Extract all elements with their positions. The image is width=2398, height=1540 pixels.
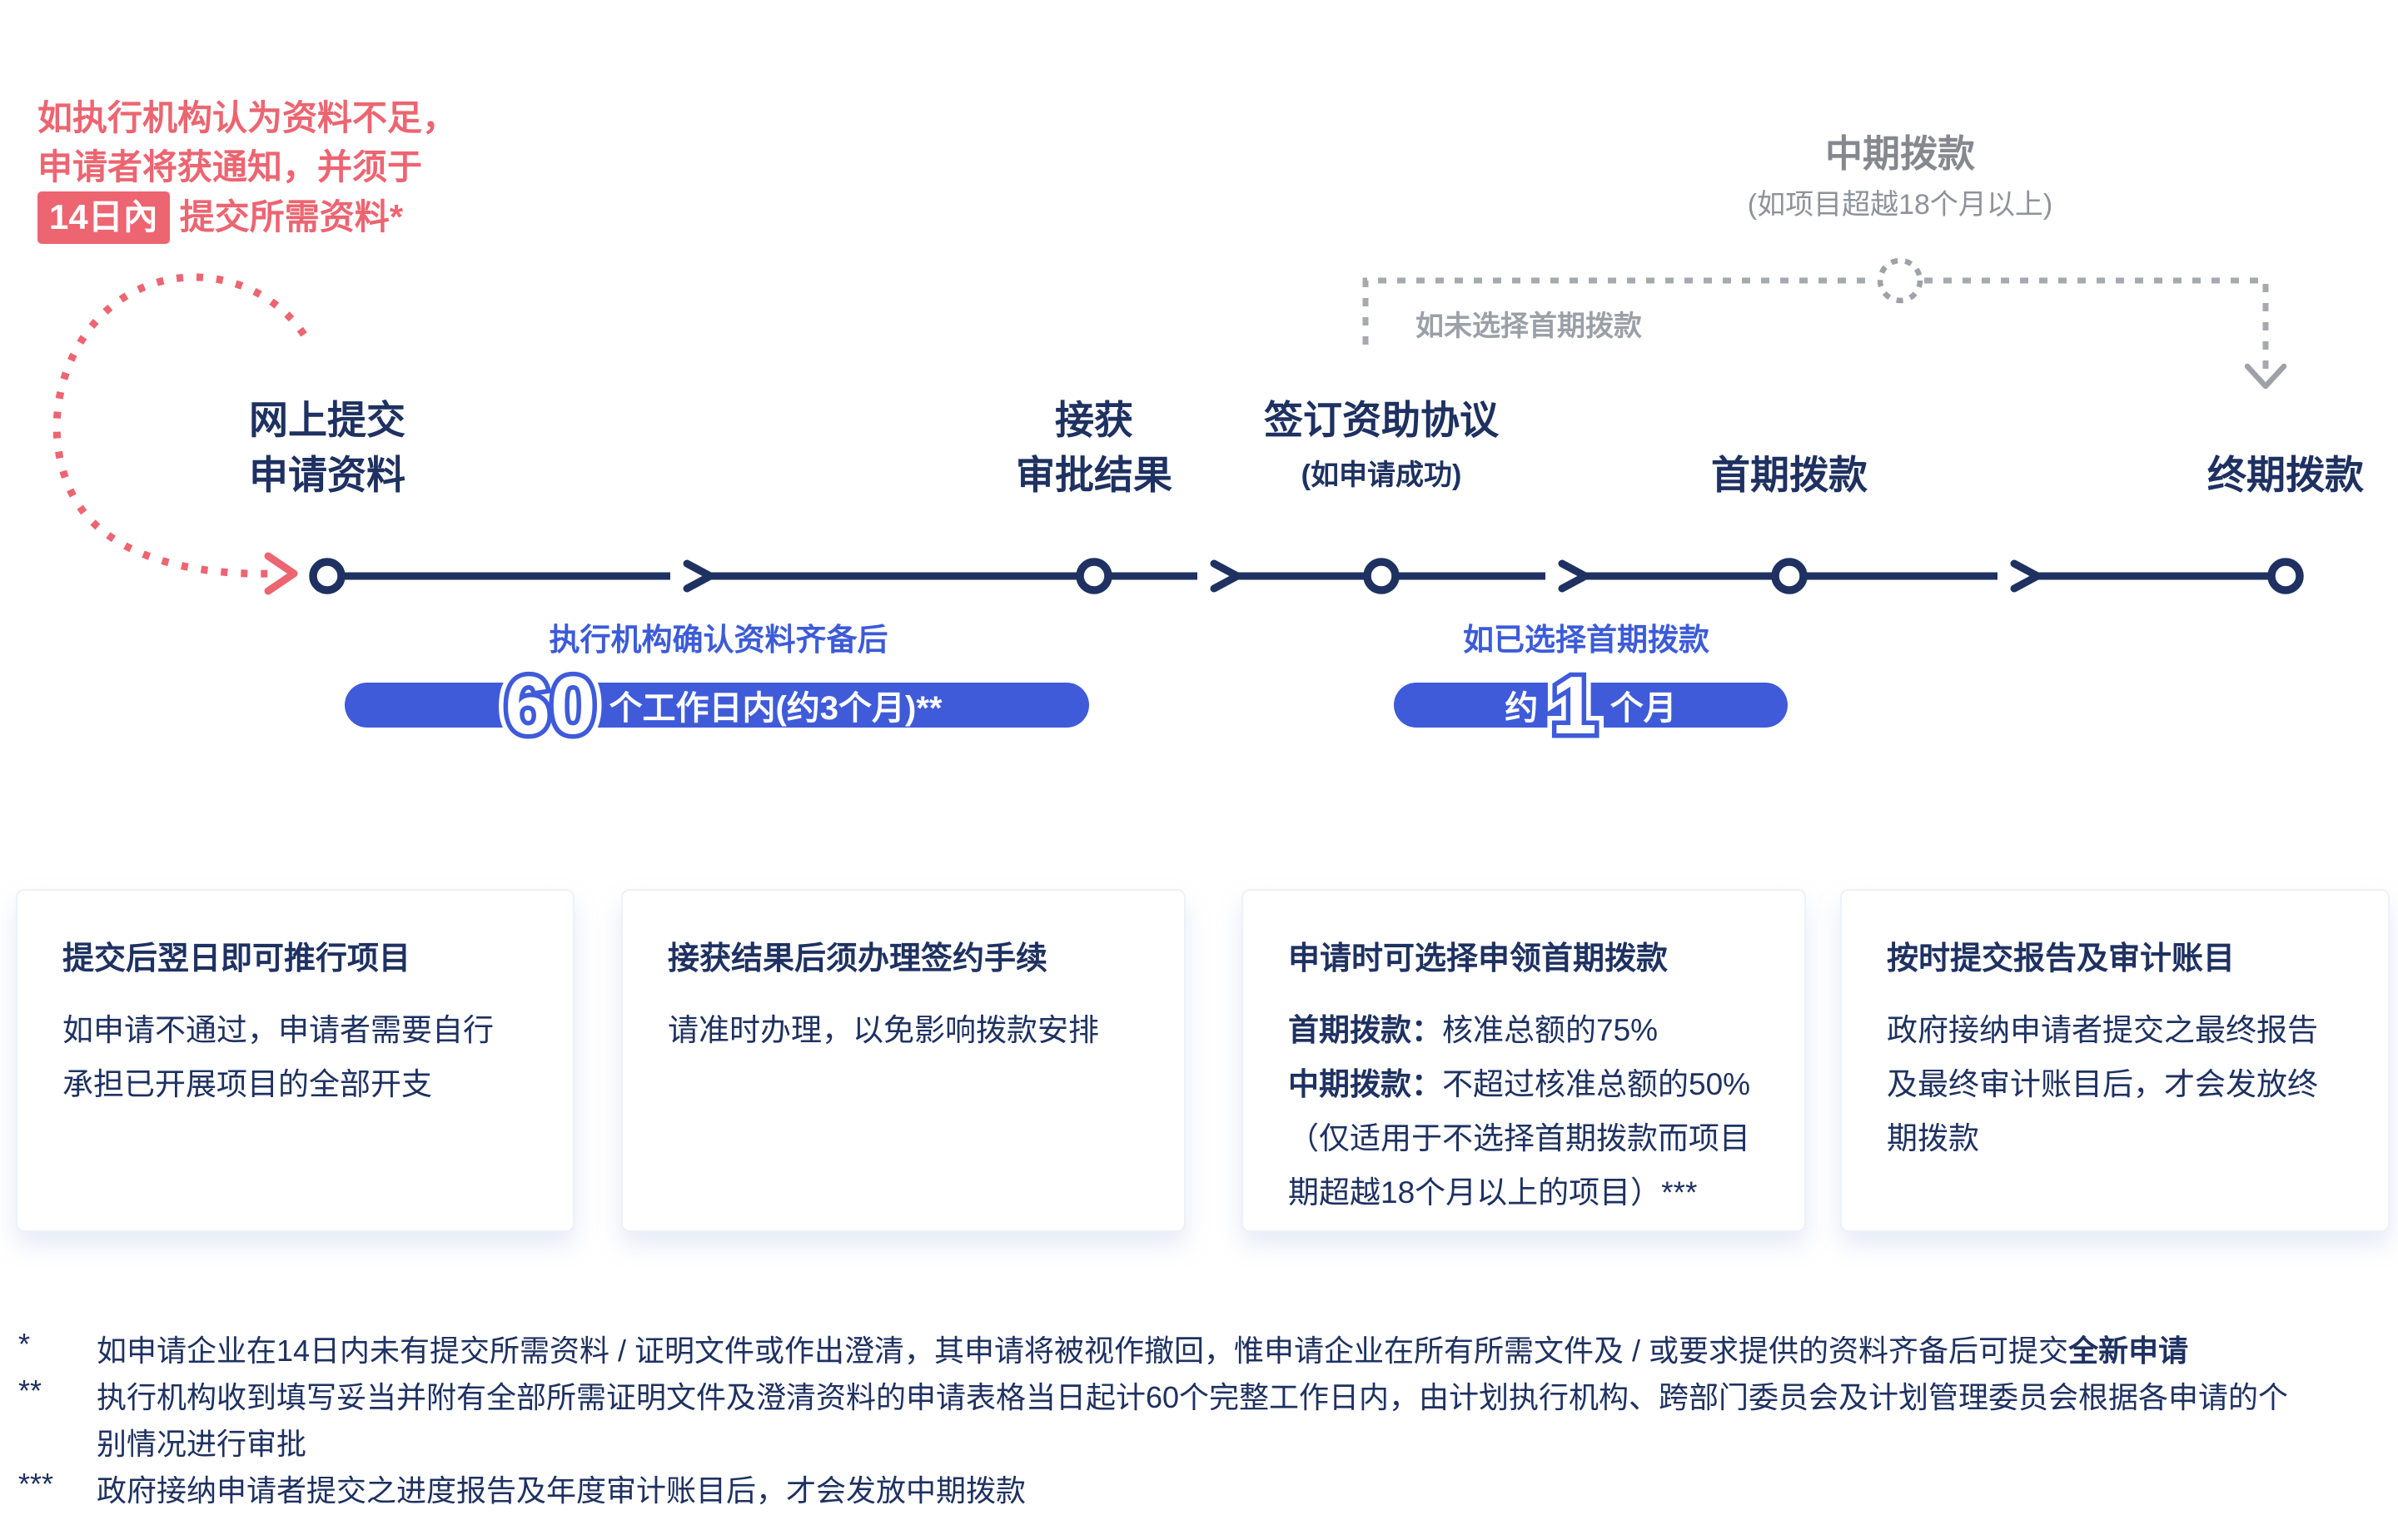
midterm-payment-value: 不超过核准总额的50% [1442, 1067, 1751, 1101]
card-body-line: 首期拨款：核准总额的75% [1288, 1003, 1759, 1057]
step-label-line1: 签订资助协议 [1264, 398, 1499, 442]
step-first-payment: 首期拨款 [1711, 448, 1868, 503]
midterm-payment-subtitle: (如项目超越18个月以上) [1747, 189, 2053, 221]
card-body-line: 期拨款 [1887, 1121, 1979, 1155]
review-duration-pill: 60 60 60 个工作日内(约3个月)** [345, 655, 1089, 755]
footnote-bold-run: 全新申请 [2068, 1334, 2189, 1368]
footnote-marker: *** [18, 1467, 54, 1501]
step-label-line2: 首期拨款 [1711, 453, 1868, 497]
step-online-submission: 网上提交 申请资料 [249, 393, 405, 503]
card-title: 接获结果后须办理签约手续 [668, 941, 1048, 976]
callout-line3: 14日內提交所需资料* [37, 191, 457, 244]
timeline-node [1363, 558, 1400, 594]
duration-big-number: 60 60 60 [495, 655, 604, 755]
timeline-node [1771, 558, 1808, 594]
first-payment-term: 首期拨款： [1288, 1013, 1442, 1047]
step-final-payment: 终期拨款 [2207, 448, 2364, 503]
step-label-line1: 网上提交 [249, 398, 405, 442]
card-body-line: 及最终审计账目后，才会发放终 [1887, 1067, 2318, 1101]
midterm-dashed-branch [1362, 257, 2287, 390]
callout-line2: 申请者将获通知，并须于 [37, 147, 423, 186]
chevron-right-icon [683, 559, 2042, 593]
step-label-line2: (如申请成功) [1301, 460, 1462, 491]
step-label-line2: 申请资料 [249, 453, 405, 497]
step-label-line2: 终期拨款 [2207, 453, 2364, 497]
step-sign-agreement: 签订资助协议 (如申请成功) [1264, 393, 1499, 503]
card-body-line: 如申请不通过，申请者需要自行 [62, 1013, 494, 1047]
first-payment-value: 核准总额的75% [1442, 1013, 1659, 1047]
footnote-text: 如申请企业在14日内未有提交所需资料 / 证明文件或作出澄清，其申请将被视作撤回… [97, 1327, 2188, 1370]
arrow-down-icon [2244, 363, 2287, 390]
midterm-payment-term: 中期拨款： [1288, 1067, 1442, 1101]
card-title: 按时提交报告及审计账目 [1887, 941, 2236, 976]
footnote-marker: ** [18, 1374, 42, 1408]
midterm-node [1877, 257, 1923, 304]
timeline-node [2267, 558, 2304, 594]
main-timeline [309, 558, 2304, 594]
timeline-nodes [309, 558, 2304, 594]
timeline-node [1076, 558, 1112, 594]
deadline-badge: 14日內 [37, 191, 170, 244]
duration-text: 个工作日内(约3个月)** [609, 690, 943, 727]
timeline-node [309, 558, 346, 594]
card-body-line: 承担已开展项目的全部开支 [62, 1067, 432, 1101]
step-label-line1: 接获 [1055, 398, 1133, 442]
red-curve-arrow-icon [52, 273, 307, 595]
card-body-line: 政府接纳申请者提交之最终报告 [1887, 1013, 2318, 1047]
card-body-line: 中期拨款：不超过核准总额的50% [1288, 1057, 1759, 1111]
footnote-text: 别情况进行审批 [97, 1427, 307, 1461]
card-start-project: 提交后翌日即可推行项目 如申请不通过，申请者需要自行 承担已开展项目的全部开支 [16, 889, 575, 1232]
step-label-line2: 审批结果 [1016, 453, 1172, 497]
first-payment-caption: 如已选择首期拨款 [1463, 623, 1709, 657]
insufficient-docs-callout: 如执行机构认为资料不足， 申请者将获通知，并须于 14日內提交所需资料* [37, 93, 457, 244]
footnote-marker: * [18, 1327, 31, 1361]
duration-suffix: 个月 [1609, 690, 1677, 727]
callout-line3-rest: 提交所需资料* [179, 197, 404, 236]
review-caption: 执行机构确认资料齐备后 [549, 623, 888, 657]
card-body-line: 请准时办理，以免影响拨款安排 [668, 1013, 1099, 1047]
duration-big-number: 1 1 1 [1542, 655, 1605, 755]
card-payment-options: 申请时可选择申领首期拨款 首期拨款：核准总额的75% 中期拨款：不超过核准总额的… [1241, 889, 1806, 1232]
step-receive-result: 接获 审批结果 [1016, 393, 1172, 503]
duration-prefix: 约 [1505, 690, 1539, 727]
footnote-text: 执行机构收到填写妥当并附有全部所需证明文件及澄清资料的申请表格当日起计60个完整… [97, 1380, 2289, 1414]
footnote-text: 政府接纳申请者提交之进度报告及年度审计账目后，才会发放中期拨款 [97, 1473, 1027, 1508]
card-reports-audit: 按时提交报告及审计账目 政府接纳申请者提交之最终报告 及最终审计账目后，才会发放… [1840, 889, 2390, 1232]
no-first-payment-label: 如未选择首期拨款 [1415, 310, 1642, 342]
card-title: 申请时可选择申领首期拨款 [1288, 941, 1669, 976]
midterm-payment-title: 中期拨款 [1824, 132, 1976, 175]
card-title: 提交后翌日即可推行项目 [62, 941, 411, 976]
callout-line1: 如执行机构认为资料不足， [37, 98, 458, 137]
card-body-line: （仅适用于不选择首期拨款而项目 [1288, 1121, 1750, 1155]
card-body-line: 期超越18个月以上的项目）*** [1288, 1175, 1698, 1210]
first-payment-duration-pill: 约 1 1 1 个月 [1394, 655, 1788, 755]
footnote-text-run: 如申请企业在14日内未有提交所需资料 / 证明文件或作出澄清，其申请将被视作撤回… [97, 1334, 2069, 1368]
card-sign-procedure: 接获结果后须办理签约手续 请准时办理，以免影响拨款安排 [621, 889, 1186, 1232]
